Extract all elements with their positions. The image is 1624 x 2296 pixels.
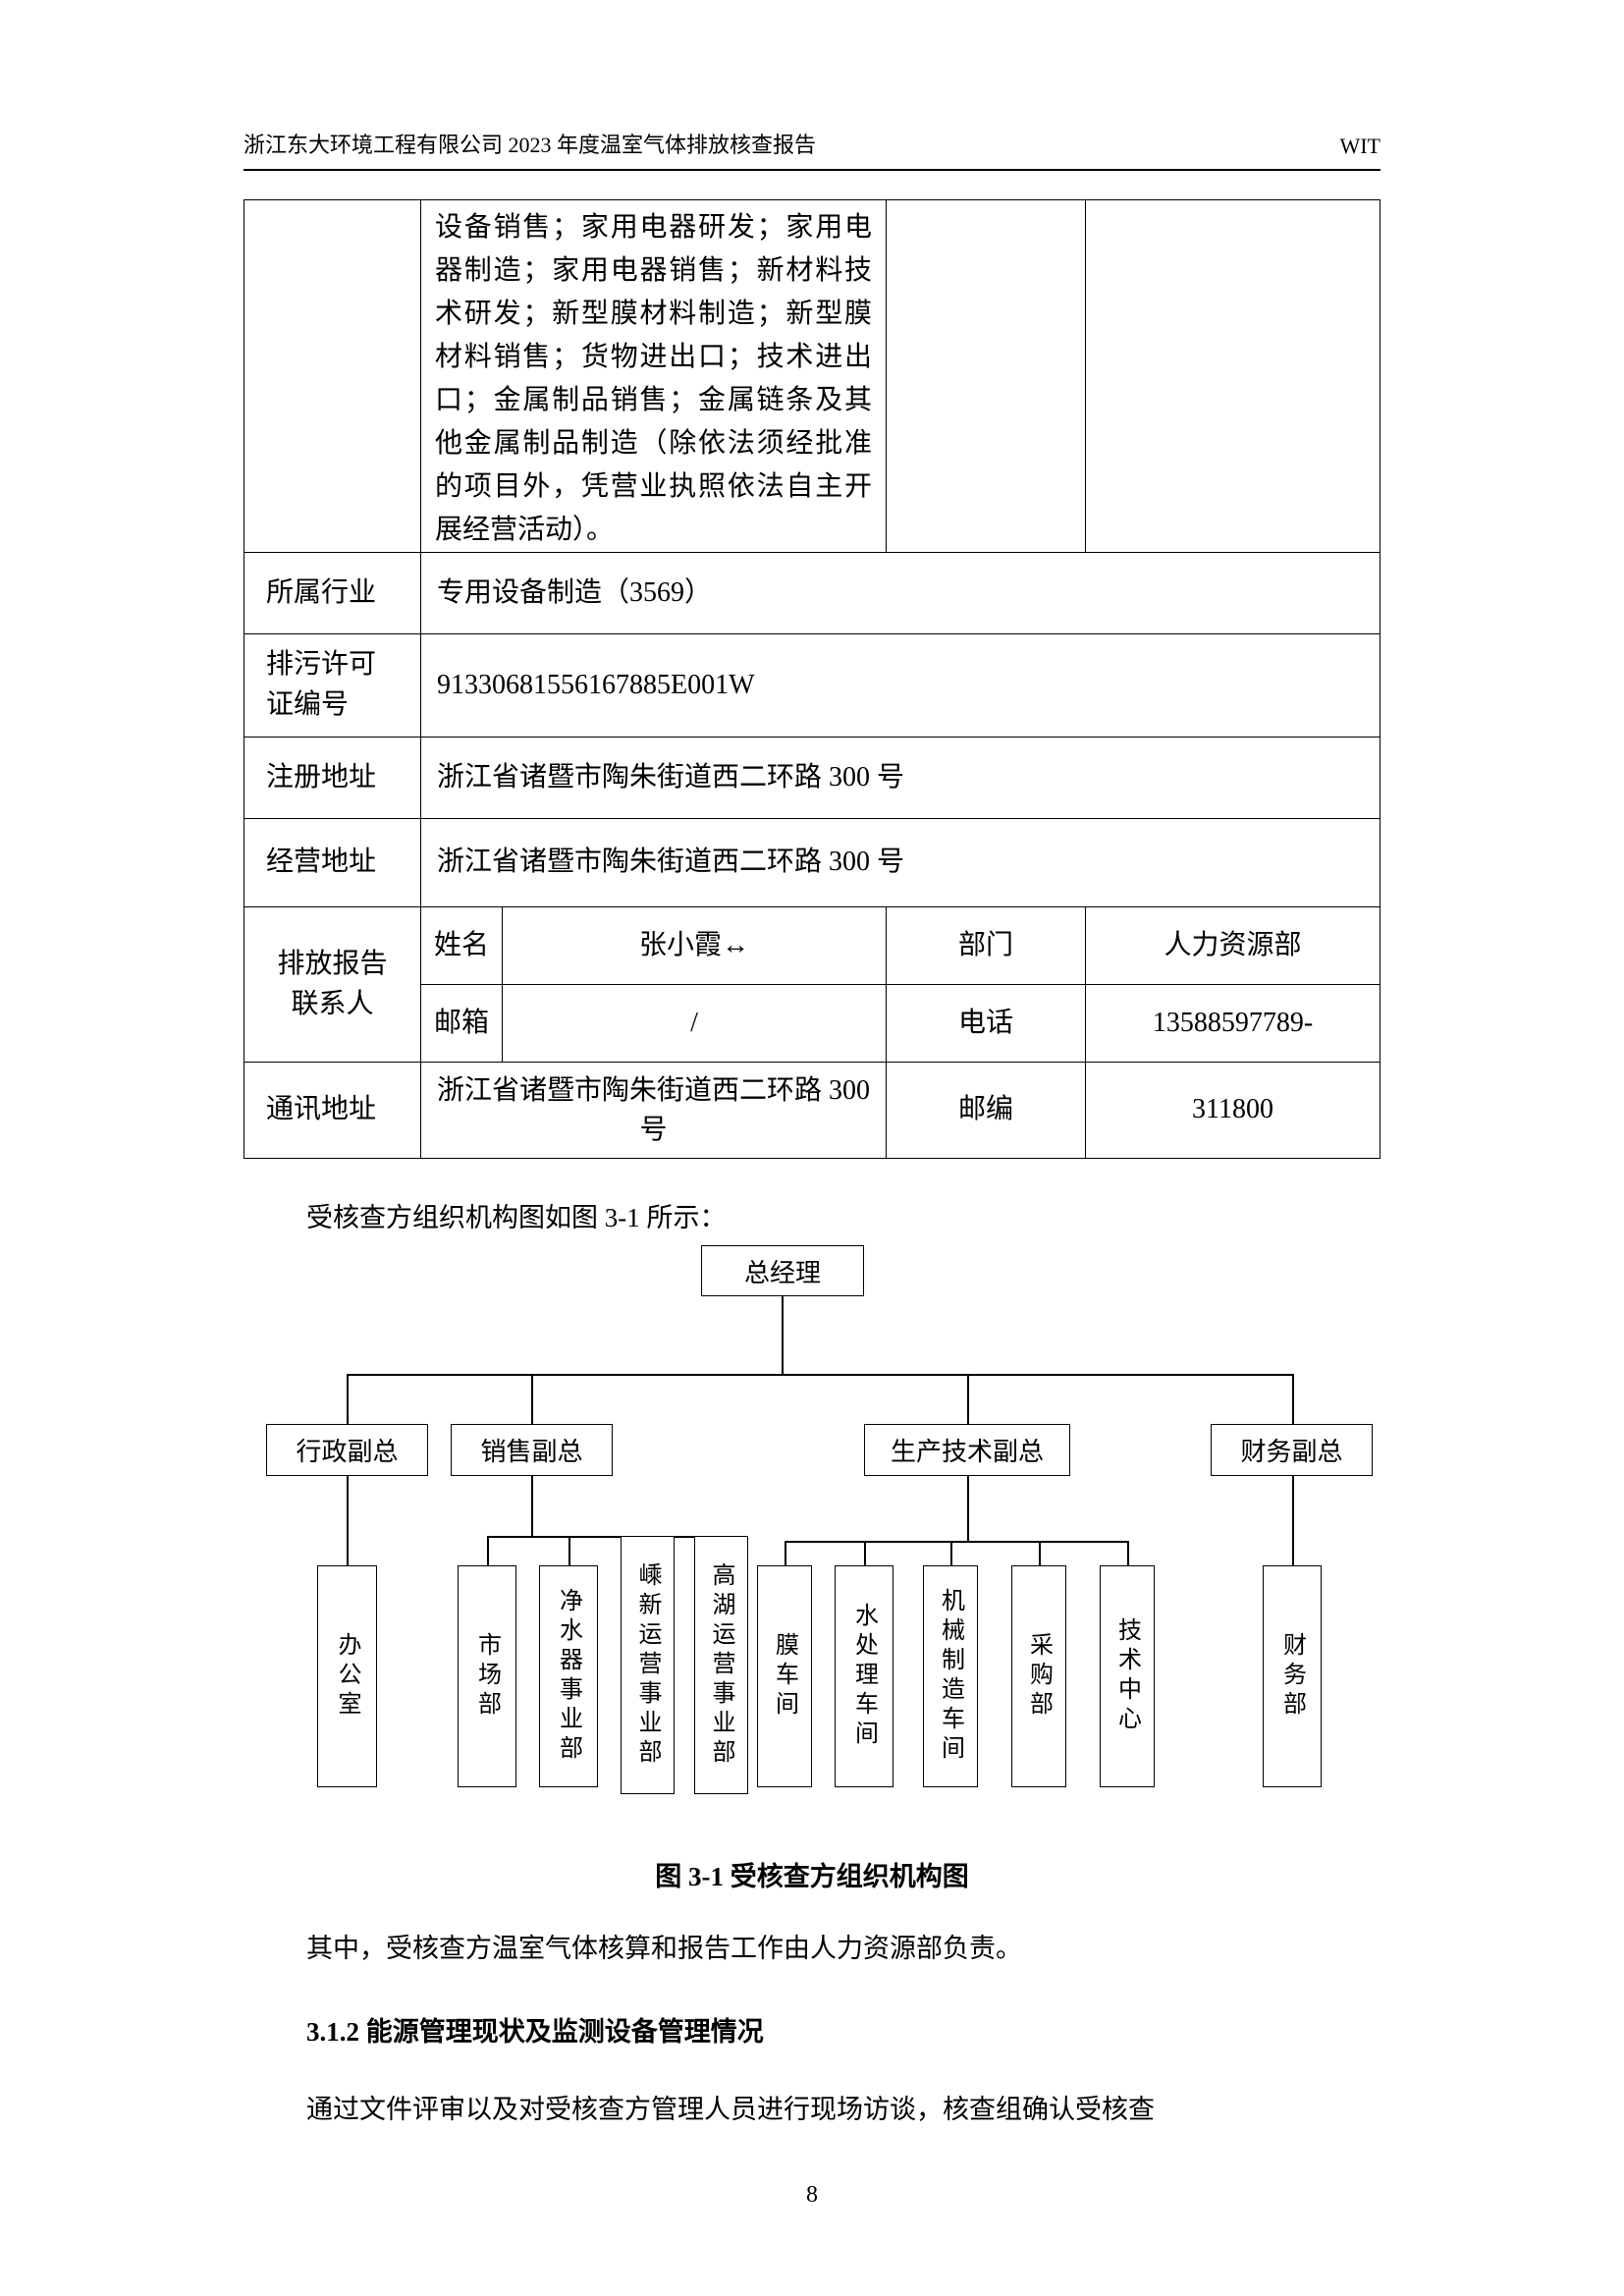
contact-phone-label: 电话 — [886, 984, 1086, 1063]
org-node-purchasing-dept: 采购部 — [1011, 1565, 1066, 1787]
contact-label: 排放报告联系人 — [244, 906, 421, 1063]
org-node-production-tech-vp: 生产技术副总 — [864, 1424, 1070, 1476]
table-row: 排放报告联系人 姓名 张小霞↔ 部门 人力资源部 — [244, 906, 1380, 1063]
org-node-label: 采购部 — [1025, 1632, 1052, 1721]
org-node-label: 办公室 — [334, 1632, 359, 1721]
org-node-label: 总经理 — [743, 1258, 821, 1287]
connector-line — [531, 1476, 533, 1536]
connector-line — [347, 1374, 349, 1424]
table-row: 经营地址 浙江省诸暨市陶朱街道西二环路 300 号 — [244, 818, 1380, 907]
responsibility-paragraph: 其中，受核查方温室气体核算和报告工作由人力资源部负责。 — [306, 1934, 1022, 1963]
mail-address-label: 通讯地址 — [244, 1062, 421, 1159]
connector-line — [1039, 1541, 1041, 1565]
business-scope-cell: 设备销售；家用电器研发；家用电器制造；家用电器销售；新材料技术研发；新型膜材料制… — [420, 199, 887, 553]
industry-label: 所属行业 — [244, 552, 421, 634]
contact-dept-value: 人力资源部 — [1085, 906, 1380, 985]
permit-value: 91330681556167885E001W — [420, 633, 1380, 738]
review-paragraph: 通过文件评审以及对受核查方管理人员进行现场访谈，核查组确认受核查 — [306, 2095, 1155, 2124]
org-node-label: 膜车间 — [771, 1632, 797, 1721]
table-row: 邮箱 / 电话 13588597789- — [244, 984, 1380, 1063]
org-node-water-purifier-division: 净水器事业部 — [539, 1565, 598, 1787]
connector-line — [568, 1536, 570, 1565]
org-node-finance-vp: 财务副总 — [1211, 1424, 1373, 1476]
business-address-value: 浙江省诸暨市陶朱街道西二环路 300 号 — [420, 818, 1380, 907]
contact-dept-label: 部门 — [886, 906, 1086, 985]
registered-address-value: 浙江省诸暨市陶朱街道西二环路 300 号 — [420, 737, 1380, 819]
contact-name-label: 姓名 — [420, 906, 503, 985]
empty-cell — [886, 199, 1086, 553]
connector-line — [864, 1541, 866, 1565]
table-row: 排污许可证编号 91330681556167885E001W — [244, 633, 1380, 738]
connector-line — [785, 1541, 786, 1565]
org-node-tech-center: 技术中心 — [1100, 1565, 1155, 1787]
org-node-water-treatment-workshop: 水处理车间 — [835, 1565, 893, 1787]
postcode-value: 311800 — [1085, 1062, 1380, 1159]
org-chart: 总经理 行政副总 销售副总 生产技术副总 财务副总 — [244, 1240, 1380, 1805]
mail-address-value: 浙江省诸暨市陶朱街道西二环路 300 号 — [420, 1062, 887, 1159]
org-node-label: 行政副总 — [296, 1438, 399, 1466]
page-header: 浙江东大环境工程有限公司 2023 年度温室气体排放核查报告 WIT — [244, 122, 1380, 171]
org-node-label: 水处理车间 — [850, 1603, 877, 1750]
org-node-label: 市场部 — [473, 1632, 500, 1721]
header-title: 浙江东大环境工程有限公司 2023 年度温室气体排放核查报告 — [244, 133, 817, 157]
contact-email-label: 邮箱 — [420, 984, 503, 1063]
contact-phone-value: 13588597789- — [1085, 984, 1380, 1063]
connector-line — [1127, 1541, 1129, 1565]
company-info-table: 设备销售；家用电器研发；家用电器制造；家用电器销售；新材料技术研发；新型膜材料制… — [244, 199, 1380, 1159]
contact-name-value: 张小霞↔ — [502, 906, 887, 985]
page-number: 8 — [806, 2182, 818, 2208]
section-heading-3-1-2: 3.1.2 能源管理现状及监测设备管理情况 — [306, 2017, 764, 2047]
connector-line — [967, 1476, 969, 1541]
org-node-label: 销售副总 — [480, 1438, 583, 1466]
connector-line — [347, 1374, 1292, 1376]
empty-cell — [1085, 199, 1380, 553]
business-address-label: 经营地址 — [244, 818, 421, 907]
connector-line — [967, 1374, 969, 1424]
table-row: 注册地址 浙江省诸暨市陶朱街道西二环路 300 号 — [244, 737, 1380, 819]
org-node-market-dept: 市场部 — [458, 1565, 516, 1787]
connector-line — [487, 1536, 721, 1538]
header-brand: WIT — [1339, 134, 1380, 158]
empty-label-cell — [244, 199, 421, 553]
org-node-label: 财务部 — [1278, 1632, 1305, 1721]
org-node-label: 嵊新运营事业部 — [634, 1561, 660, 1769]
org-node-finance-dept: 财务部 — [1263, 1565, 1322, 1787]
connector-line — [785, 1541, 1127, 1543]
org-node-label: 技术中心 — [1113, 1617, 1140, 1735]
org-node-sales-vp: 销售副总 — [451, 1424, 613, 1476]
table-row: 所属行业 专用设备制造（3569） — [244, 552, 1380, 634]
connector-line — [531, 1374, 533, 1424]
org-node-office: 办公室 — [317, 1565, 377, 1787]
connector-line — [1292, 1374, 1294, 1424]
org-node-label: 生产技术副总 — [890, 1438, 1044, 1466]
org-node-shengxin-operations-division: 嵊新运营事业部 — [621, 1536, 675, 1794]
postcode-label: 邮编 — [886, 1062, 1086, 1159]
connector-line — [347, 1476, 349, 1565]
contact-email-value: / — [502, 984, 887, 1063]
org-node-label: 机械制造车间 — [937, 1588, 963, 1765]
org-node-machinery-workshop: 机械制造车间 — [923, 1565, 978, 1787]
org-node-admin-vp: 行政副总 — [266, 1424, 428, 1476]
connector-line — [950, 1541, 952, 1565]
table-row: 设备销售；家用电器研发；家用电器制造；家用电器销售；新材料技术研发；新型膜材料制… — [244, 199, 1380, 553]
org-node-general-manager: 总经理 — [701, 1245, 864, 1296]
registered-address-label: 注册地址 — [244, 737, 421, 819]
org-node-label: 高湖运营事业部 — [708, 1561, 733, 1769]
figure-caption: 图 3-1 受核查方组织机构图 — [655, 1862, 969, 1891]
org-node-label: 财务副总 — [1240, 1438, 1343, 1466]
org-node-label: 净水器事业部 — [555, 1588, 581, 1765]
industry-value: 专用设备制造（3569） — [420, 552, 1380, 634]
intro-paragraph: 受核查方组织机构图如图 3-1 所示： — [306, 1203, 727, 1232]
permit-label: 排污许可证编号 — [244, 633, 421, 738]
table-row: 通讯地址 浙江省诸暨市陶朱街道西二环路 300 号 邮编 311800 — [244, 1062, 1380, 1159]
connector-line — [487, 1536, 489, 1565]
connector-line — [782, 1296, 784, 1374]
org-node-membrane-workshop: 膜车间 — [757, 1565, 812, 1787]
org-node-gaohu-operations-division: 高湖运营事业部 — [694, 1536, 748, 1794]
connector-line — [1292, 1476, 1294, 1565]
